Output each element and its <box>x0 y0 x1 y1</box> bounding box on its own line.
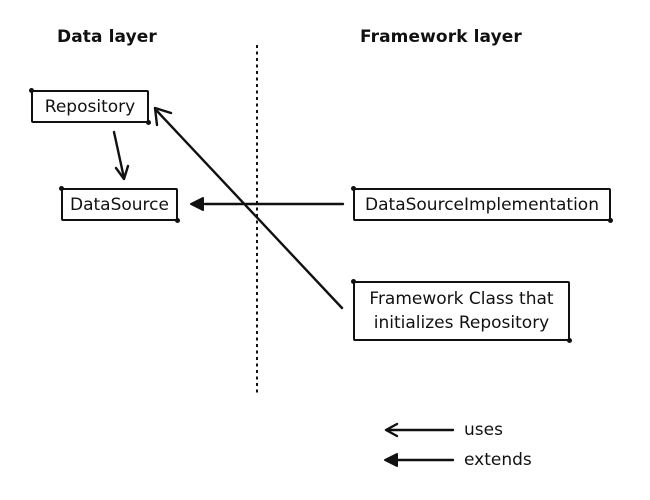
framework-to-repository-arrowhead <box>153 106 173 127</box>
legend-extends-arrowhead <box>384 453 398 467</box>
legend-uses-arrowhead <box>384 422 399 438</box>
framework-class-label: Framework Class that initializes Reposit… <box>369 289 554 333</box>
datasource-implementation-label: DataSourceImplementation <box>365 194 599 215</box>
repository-node: Repository <box>29 88 151 125</box>
datasource-implementation-node: DataSourceImplementation <box>351 186 613 223</box>
impl-to-datasource-arrowhead <box>190 197 204 211</box>
repository-label: Repository <box>44 96 136 117</box>
datasource-node: DataSource <box>59 186 180 223</box>
repository-to-datasource-arrow <box>112 130 126 180</box>
legend-extends-label: extends <box>464 450 532 470</box>
framework-class-node: Framework Class that initializes Reposit… <box>351 279 572 343</box>
datasource-label: DataSource <box>70 194 169 215</box>
legend-uses-label: uses <box>464 420 503 440</box>
repository-to-datasource-arrowhead <box>114 164 130 181</box>
framework-to-repository-arrow <box>155 109 344 310</box>
data-layer-heading: Data layer <box>57 27 157 47</box>
framework-layer-heading: Framework layer <box>360 27 522 47</box>
